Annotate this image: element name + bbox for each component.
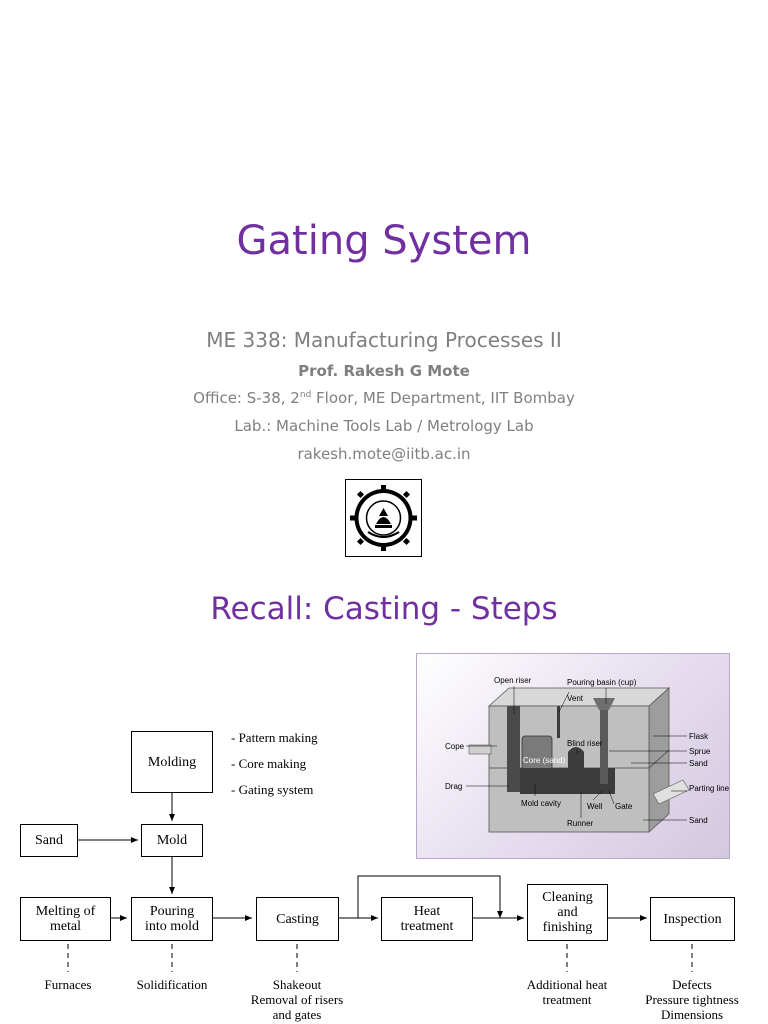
label-open-riser: Open riser xyxy=(494,676,532,685)
step-heat-treatment: Heat treatment xyxy=(381,897,473,941)
step-inspection: Inspection xyxy=(650,897,735,941)
arrow-bypass-heat xyxy=(357,875,503,918)
label-vent: Vent xyxy=(567,694,584,703)
label-cope: Cope xyxy=(445,742,465,751)
bullet-core-making: - Core making xyxy=(231,756,307,771)
label-core: Core (sand) xyxy=(523,756,566,765)
step-melting: Melting of metal xyxy=(20,897,111,941)
slide-title: Recall: Casting - Steps xyxy=(210,591,558,627)
label-sand-top: Sand xyxy=(689,759,708,768)
step-pouring: Pouring into mold xyxy=(131,897,213,941)
professor-name: Prof. Rakesh G Mote xyxy=(298,362,470,380)
step-sand: Sand xyxy=(20,824,78,857)
label-parting-line: Parting line xyxy=(689,784,729,793)
label-blind-riser: Blind riser xyxy=(567,739,603,748)
lab-info: Lab.: Machine Tools Lab / Metrology Lab xyxy=(234,417,534,435)
label-furnaces: Furnaces xyxy=(44,977,92,992)
label-inspection-notes: Defects Pressure tightness Dimensions xyxy=(645,977,739,1022)
office-info: Office: S-38, 2nd Floor, ME Department, … xyxy=(193,389,575,407)
page-title: Gating System xyxy=(236,218,532,264)
label-runner: Runner xyxy=(567,819,594,828)
label-sand-bottom: Sand xyxy=(689,816,708,825)
label-solidification: Solidification xyxy=(136,977,208,992)
label-casting-notes: Shakeout Removal of risers and gates xyxy=(250,977,344,1022)
step-mold: Mold xyxy=(141,824,203,857)
course-name: ME 338: Manufacturing Processes II xyxy=(206,328,562,352)
bullet-pattern-making: - Pattern making xyxy=(231,730,318,745)
label-gate: Gate xyxy=(615,802,633,811)
label-cleaning-notes: Additional heat treatment xyxy=(526,977,608,1007)
label-pouring-basin: Pouring basin (cup) xyxy=(567,678,637,687)
label-sprue: Sprue xyxy=(689,747,711,756)
mold-cross-section-diagram: Open riser Pouring basin (cup) Vent Cope… xyxy=(416,653,730,859)
mold-section-illustration: Open riser Pouring basin (cup) Vent Cope… xyxy=(445,676,730,833)
bullet-gating-system: - Gating system xyxy=(231,782,314,797)
step-molding: Molding xyxy=(131,731,213,793)
step-cleaning: Cleaning and finishing xyxy=(527,884,608,941)
label-well: Well xyxy=(587,802,603,811)
gear-emblem-icon xyxy=(350,485,417,551)
step-casting: Casting xyxy=(256,897,339,941)
label-drag: Drag xyxy=(445,782,462,791)
label-flask: Flask xyxy=(689,732,709,741)
institute-logo xyxy=(345,479,422,557)
label-mold-cavity: Mold cavity xyxy=(521,799,561,808)
email: rakesh.mote@iitb.ac.in xyxy=(297,445,471,463)
